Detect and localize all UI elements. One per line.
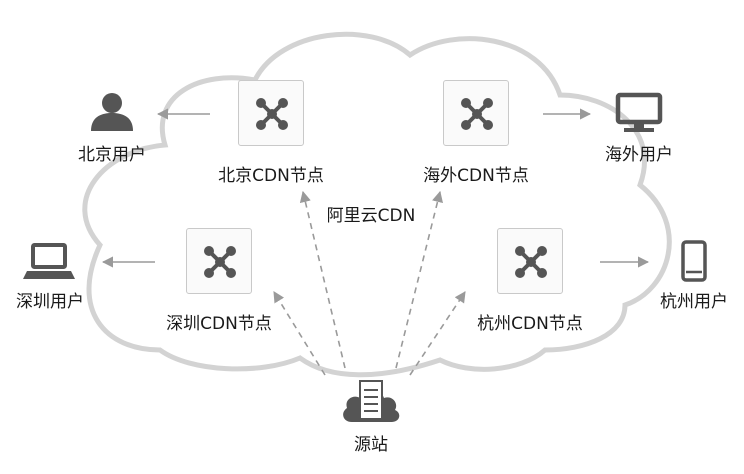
- network-node-icon: [515, 246, 547, 278]
- cdn-node-beijing: [238, 80, 304, 146]
- network-node-icon: [204, 246, 236, 278]
- cdn-node-hangzhou: [497, 228, 563, 294]
- dashed-arrow-origin-to-hangzhou: [409, 291, 466, 376]
- network-node-icon: [461, 98, 493, 130]
- phone-icon: [681, 240, 707, 282]
- cdn-node-shenzhen: [186, 228, 252, 294]
- dashed-arrow-origin-to-beijing: [299, 190, 346, 369]
- node-label-beijing: 北京CDN节点: [218, 166, 324, 186]
- user-label-beijing: 北京用户: [78, 145, 146, 165]
- user-label-overseas: 海外用户: [605, 145, 673, 165]
- cdn-node-overseas: [443, 80, 509, 146]
- node-label-hangzhou: 杭州CDN节点: [477, 314, 583, 334]
- laptop-icon: [23, 243, 75, 279]
- node-label-shenzhen: 深圳CDN节点: [166, 314, 272, 334]
- person-icon: [91, 93, 133, 131]
- monitor-icon: [615, 92, 663, 132]
- node-label-overseas: 海外CDN节点: [423, 166, 529, 186]
- cdn-cloud-shape: [82, 31, 672, 378]
- origin-label: 源站: [354, 435, 388, 455]
- user-label-hangzhou: 杭州用户: [660, 292, 728, 312]
- user-label-shenzhen: 深圳用户: [16, 292, 84, 312]
- cloud-server-icon: [343, 380, 400, 422]
- dashed-arrow-origin-to-overseas: [395, 190, 443, 369]
- network-node-icon: [256, 98, 288, 130]
- dashed-arrow-origin-to-shenzhen: [273, 291, 326, 376]
- cloud-title: 阿里云CDN: [326, 206, 416, 226]
